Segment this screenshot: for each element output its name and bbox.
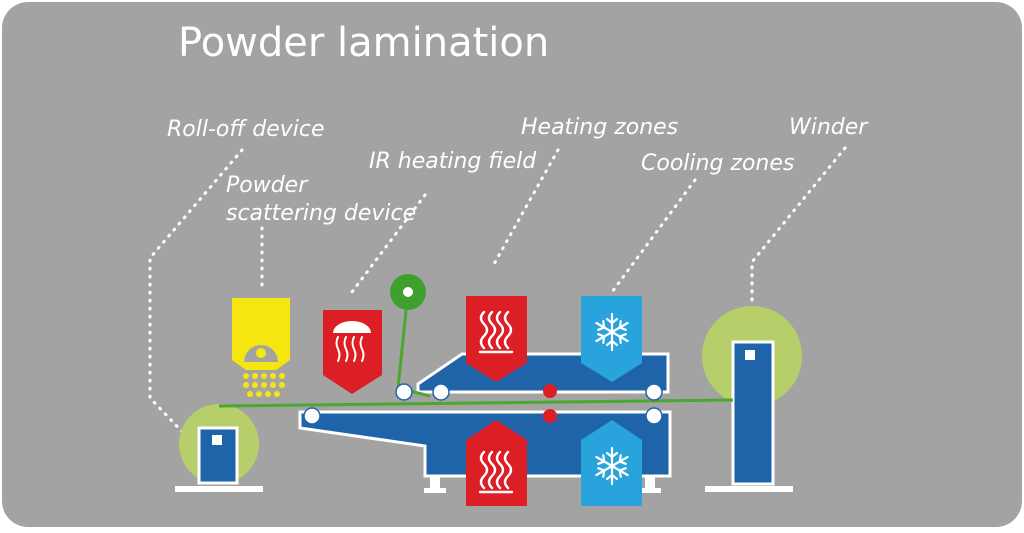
label-heating-zones: Heating zones xyxy=(521,115,679,140)
label-ir-heating-field: IR heating field xyxy=(369,149,537,174)
cooling-zone-top xyxy=(581,296,642,382)
ir-heating-field xyxy=(323,310,382,394)
foot-right-pad xyxy=(639,488,661,493)
winder-base xyxy=(705,486,793,492)
label-powder-line2: scattering device xyxy=(226,201,417,226)
leader-heating xyxy=(492,148,560,266)
unwinder-base xyxy=(175,486,263,492)
page-title: Powder lamination xyxy=(178,20,550,66)
powder-roller xyxy=(256,348,266,358)
winder-stand xyxy=(731,340,775,486)
label-cooling-zones: Cooling zones xyxy=(641,151,795,176)
leader-cooling xyxy=(610,178,697,294)
guide-roller-hub xyxy=(403,287,413,297)
leader-roll-off xyxy=(148,148,244,442)
foot-left-pad xyxy=(424,488,446,493)
leader-winder xyxy=(750,146,847,302)
roller xyxy=(645,383,663,401)
roller xyxy=(303,407,321,425)
substrate-film xyxy=(218,398,734,408)
heating-zone-bottom xyxy=(466,420,527,506)
press-rollers xyxy=(303,383,663,425)
nip-roller-bottom xyxy=(543,409,557,423)
label-winder: Winder xyxy=(789,115,868,140)
powder-scattering-device xyxy=(232,298,290,397)
unwind-axle xyxy=(212,435,222,445)
label-roll-off: Roll-off device xyxy=(167,117,325,142)
ir-lamp-icon xyxy=(333,321,371,362)
machine-feet xyxy=(175,476,793,493)
leader-lines xyxy=(148,146,847,442)
foot-right xyxy=(645,476,655,490)
roller xyxy=(395,383,413,401)
powder-particles xyxy=(243,373,285,397)
label-powder-line1: Powder xyxy=(226,173,308,198)
roller xyxy=(645,407,663,425)
roller xyxy=(432,383,450,401)
foot-left xyxy=(430,476,440,490)
nip-roller-top xyxy=(543,384,557,398)
winder-axle xyxy=(745,350,755,360)
powder-hopper xyxy=(232,298,290,370)
heating-zone-top xyxy=(466,296,527,382)
cooling-zone-bottom xyxy=(581,420,642,506)
